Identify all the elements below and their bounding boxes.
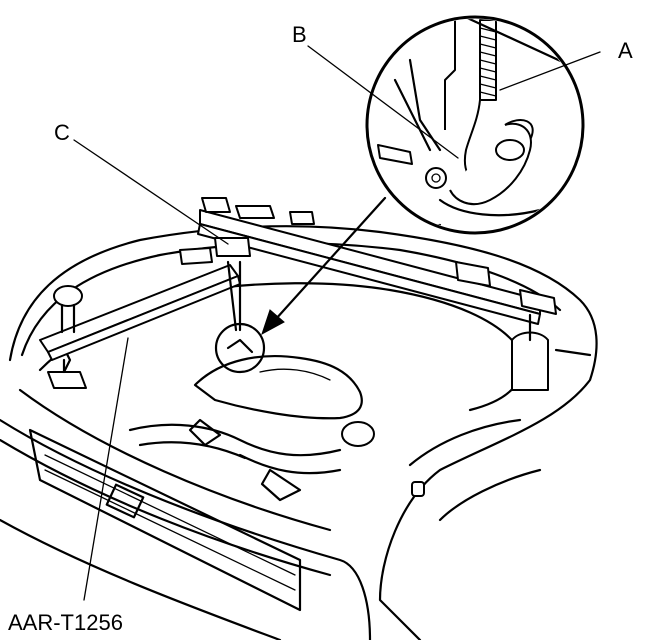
engine-support-bar	[39, 197, 592, 391]
emblem	[105, 483, 145, 519]
leader-tool	[83, 337, 129, 601]
detail-view	[365, 15, 585, 235]
detail-arrow	[261, 309, 285, 336]
vehicle-front-body	[0, 225, 598, 640]
leader-lines	[73, 45, 601, 601]
callout-b-label: B	[292, 22, 307, 47]
tool-number-label: AAR-T1256	[8, 610, 123, 635]
callout-c-label: C	[54, 120, 70, 145]
leader-b	[307, 45, 459, 159]
engine-cover	[193, 355, 363, 420]
hook-detail-marker	[214, 196, 387, 374]
labels: A B C AAR-T1256	[8, 22, 633, 635]
leader-c	[73, 139, 229, 245]
hook-circle	[214, 322, 266, 374]
left-knob	[53, 285, 83, 307]
leader-a	[499, 51, 601, 91]
callout-a-label: A	[618, 38, 633, 63]
grille	[28, 428, 302, 612]
